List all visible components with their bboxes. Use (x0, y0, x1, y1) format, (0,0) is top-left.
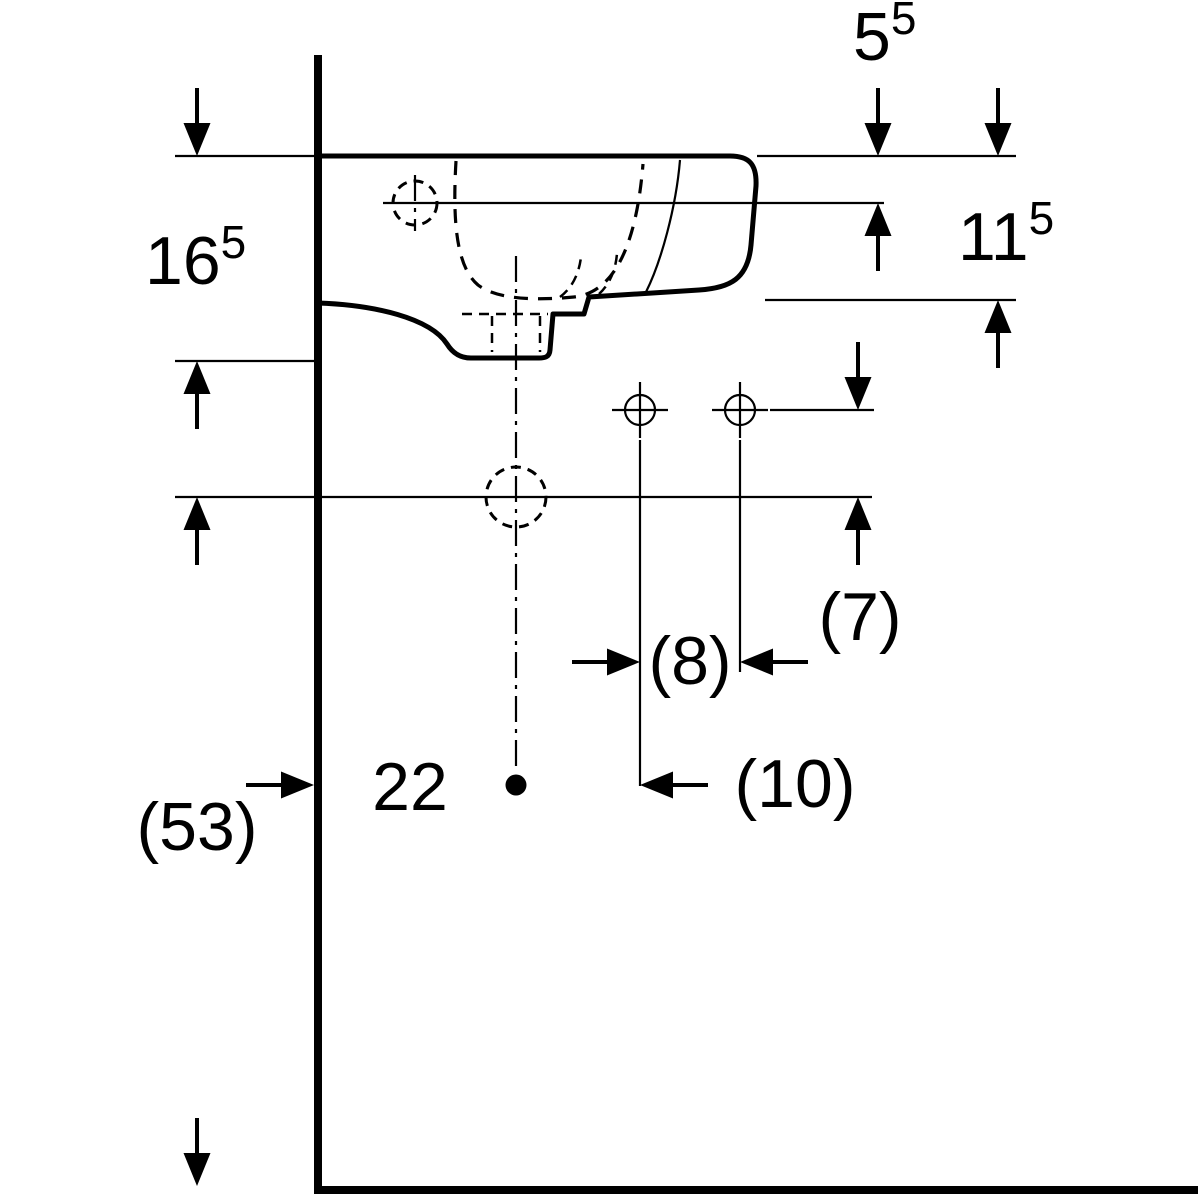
fixing-hole-left-cross (612, 382, 668, 438)
overflow-hidden-lines (559, 252, 619, 298)
dim-label-outlet: 22 (372, 749, 448, 825)
floor-line (314, 1186, 1198, 1194)
dim-16-5: 165 (145, 88, 246, 429)
bowl-hidden-outline (453, 160, 645, 301)
dim-7-arrow-top (844, 377, 872, 410)
dim-8-arrow-left (607, 648, 640, 676)
dim-superscript: 5 (891, 0, 917, 44)
dim-11-5: 115 (958, 88, 1054, 368)
dim-5-5-arrow-top (864, 123, 892, 156)
dim-superscript: 5 (1029, 192, 1055, 244)
dim-5-5-arrow-bottom (864, 203, 892, 236)
wall-line (314, 55, 322, 1194)
dim-10-arrow (640, 771, 673, 799)
dim-11-5-arrow-top (984, 123, 1012, 156)
basin-outline (315, 153, 759, 361)
dim-10: (10) (640, 746, 855, 822)
dim-label-top-to-tap: 55 (853, 0, 916, 75)
dim-8-arrow-right (740, 648, 773, 676)
dim-label-center-to-fixing: (10) (735, 746, 856, 822)
dim-16-5-arrow-top (183, 123, 211, 156)
dim-53: (53) (137, 497, 314, 1186)
dim-value: 5 (853, 0, 891, 75)
dim-value: 16 (145, 223, 221, 299)
fixing-hole-right-cross (712, 382, 768, 438)
dim-5-5: 55 (853, 0, 916, 271)
dim-label-fixing-spacing: (8) (648, 623, 731, 699)
wall-pointer-arrow (281, 771, 314, 799)
fixing-hole-left-marker (612, 382, 668, 438)
fixing-hole-right-marker (712, 382, 768, 438)
dim-label-top-to-underside: 115 (958, 192, 1054, 275)
dim-label-drain-height: (53) (137, 789, 258, 865)
dim-53-arrow-bottom (183, 1153, 211, 1186)
basin-inner-front-edge (645, 159, 682, 293)
dim-7: (7) (818, 342, 902, 655)
dim-value: 11 (958, 199, 1029, 275)
dim-8: (8) (572, 623, 808, 699)
dim-label-fixing-to-drain: (7) (818, 579, 901, 655)
dim-7-arrow-bottom (844, 497, 872, 530)
dim-superscript: 5 (221, 216, 247, 268)
trap-hidden-lines (462, 312, 548, 352)
dim-11-5-arrow-bottom (984, 300, 1012, 333)
dim-53-arrow-top (183, 497, 211, 530)
dim-16-5-arrow-bottom (183, 361, 211, 394)
dim-label-total-height: 165 (145, 216, 246, 299)
outlet-point-dot (505, 774, 527, 796)
